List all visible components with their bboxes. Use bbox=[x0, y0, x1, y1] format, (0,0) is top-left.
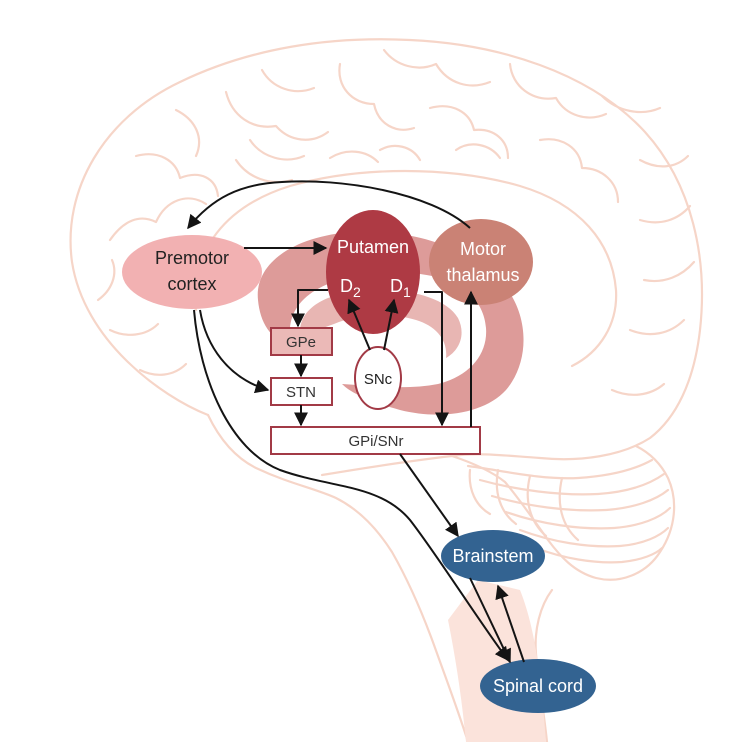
putamen-label: Putamen bbox=[337, 237, 409, 257]
gpi-snr-box: GPi/SNr bbox=[270, 426, 481, 455]
arrow-premotor-to-spinal bbox=[193, 309, 509, 662]
putamen-node: Putamen D2 D1 bbox=[326, 210, 420, 334]
gpe-label: GPe bbox=[286, 334, 316, 351]
stn-box: STN bbox=[270, 377, 333, 406]
snc-label: SNc bbox=[364, 371, 393, 388]
thalamus-label-line2: thalamus bbox=[446, 265, 519, 285]
arrow-d1-to-gpi bbox=[424, 291, 449, 427]
arrow-snc-to-d1 bbox=[383, 298, 399, 351]
arrow-spinal-to-brainstem bbox=[495, 584, 525, 663]
arrow-premotor-to-stn bbox=[199, 309, 270, 394]
d2-label: D2 bbox=[340, 276, 361, 300]
arrow-thalamus-to-premotor bbox=[187, 180, 471, 230]
gpe-box: GPe bbox=[270, 327, 333, 356]
arrow-gpi-to-brainstem bbox=[399, 453, 459, 538]
motor-thalamus-node: Motor thalamus bbox=[429, 219, 533, 305]
spinal-cord-node: Spinal cord bbox=[480, 659, 596, 713]
snc-node: SNc bbox=[354, 346, 402, 410]
premotor-label-line2: cortex bbox=[167, 274, 216, 294]
thalamus-label-line1: Motor bbox=[460, 239, 506, 259]
d1-label: D1 bbox=[390, 276, 411, 300]
spinal-cord-label: Spinal cord bbox=[493, 676, 583, 696]
brain-outline bbox=[69, 38, 704, 742]
arrow-d2-to-gpe bbox=[291, 289, 328, 328]
gpi-snr-label: GPi/SNr bbox=[348, 433, 403, 450]
arrow-brainstem-to-spinal bbox=[469, 577, 511, 664]
premotor-cortex-node: Premotor cortex bbox=[122, 235, 262, 309]
brainstem-label: Brainstem bbox=[452, 546, 533, 566]
premotor-label-line1: Premotor bbox=[155, 248, 229, 268]
arrow-snc-to-d2 bbox=[347, 298, 371, 351]
pathway-arrows bbox=[187, 180, 525, 664]
brainstem-node: Brainstem bbox=[441, 530, 545, 582]
stn-label: STN bbox=[286, 384, 316, 401]
